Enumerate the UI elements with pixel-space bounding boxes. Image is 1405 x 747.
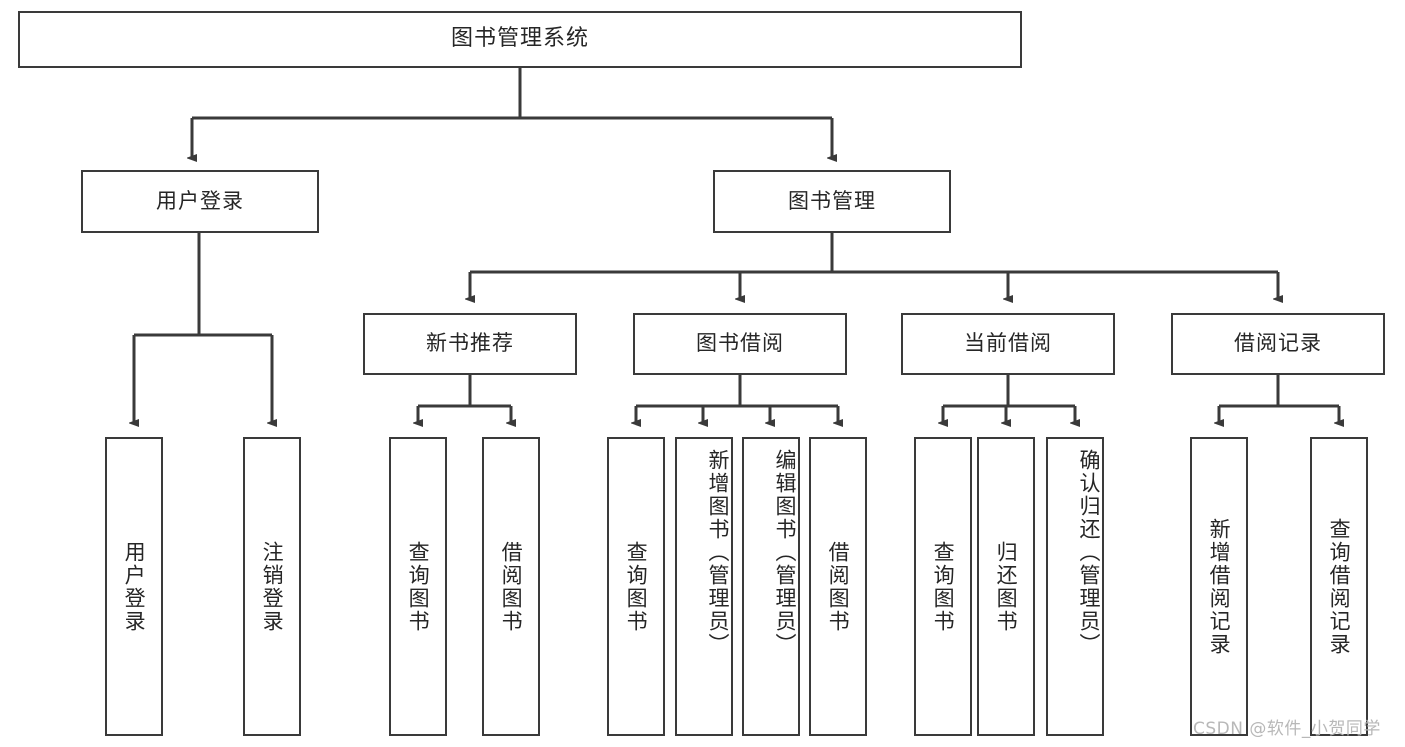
node-root-system[interactable]: 图书管理系统 [18, 11, 1022, 68]
leaf-new-book-query[interactable]: 查询图书 [389, 437, 447, 736]
leaf-book-borrow-borrow[interactable]: 借阅图书 [809, 437, 867, 736]
node-current-borrow[interactable]: 当前借阅 [901, 313, 1115, 375]
leaf-current-borrow-return[interactable]: 归还图书 [977, 437, 1035, 736]
leaf-book-borrow-add-admin[interactable]: 新增图书（管理员） [675, 437, 733, 736]
leaf-user-login-logout[interactable]: 注销登录 [243, 437, 301, 736]
node-new-book-recommend[interactable]: 新书推荐 [363, 313, 577, 375]
leaf-current-borrow-query[interactable]: 查询图书 [914, 437, 972, 736]
node-book-management[interactable]: 图书管理 [713, 170, 951, 233]
node-user-login[interactable]: 用户登录 [81, 170, 319, 233]
leaf-borrow-record-query[interactable]: 查询借阅记录 [1310, 437, 1368, 736]
node-book-borrow[interactable]: 图书借阅 [633, 313, 847, 375]
leaf-book-borrow-query[interactable]: 查询图书 [607, 437, 665, 736]
node-borrow-record[interactable]: 借阅记录 [1171, 313, 1385, 375]
leaf-book-borrow-edit-admin[interactable]: 编辑图书（管理员） [742, 437, 800, 736]
leaf-borrow-record-add[interactable]: 新增借阅记录 [1190, 437, 1248, 736]
leaf-user-login-login[interactable]: 用户登录 [105, 437, 163, 736]
leaf-new-book-borrow[interactable]: 借阅图书 [482, 437, 540, 736]
watermark-text: CSDN @软件_小贺同学 [1193, 719, 1381, 739]
leaf-current-borrow-confirm-admin[interactable]: 确认归还（管理员） [1046, 437, 1104, 736]
